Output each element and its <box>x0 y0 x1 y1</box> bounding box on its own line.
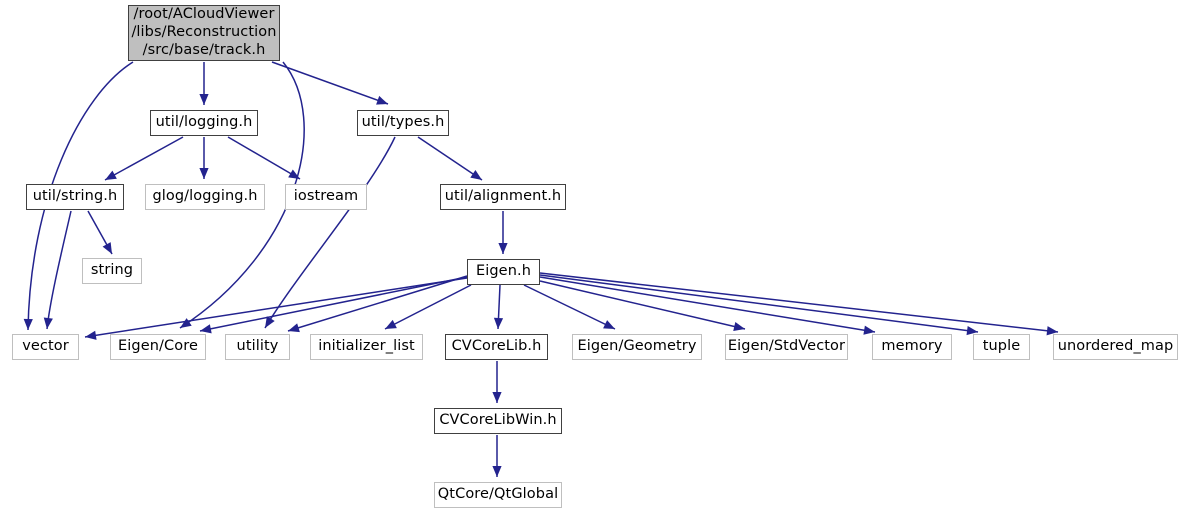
graph-node-memory[interactable]: memory <box>872 334 952 360</box>
graph-edge-arrowhead <box>498 243 508 254</box>
graph-edge <box>539 274 979 333</box>
graph-edge-arrowhead <box>199 94 209 105</box>
graph-node-unordered[interactable]: unordered_map <box>1053 334 1178 360</box>
graph-edge-arrowhead <box>376 95 388 105</box>
graph-node-alignment[interactable]: util/alignment.h <box>440 184 566 210</box>
graph-edge-arrowhead <box>200 324 212 334</box>
graph-node-iostream[interactable]: iostream <box>285 184 367 210</box>
graph-node-utility[interactable]: utility <box>225 334 290 360</box>
graph-node-logging[interactable]: util/logging.h <box>150 110 258 136</box>
graph-edge-arrowhead <box>23 318 33 330</box>
graph-edge <box>417 136 483 181</box>
graph-edge <box>539 272 1059 333</box>
graph-edge-arrowhead <box>1046 326 1058 336</box>
graph-edge <box>384 284 472 330</box>
graph-edge <box>199 276 468 332</box>
graph-edge <box>523 284 616 330</box>
graph-node-types[interactable]: util/types.h <box>357 110 449 136</box>
graph-edge <box>46 210 72 330</box>
graph-edge-arrowhead <box>966 326 978 336</box>
graph-edge-arrowhead <box>733 322 745 331</box>
graph-edge-arrowhead <box>105 170 117 180</box>
graph-edge-arrowhead <box>385 319 397 329</box>
graph-node-string_std[interactable]: string <box>82 258 142 284</box>
graph-edge-arrowhead <box>180 318 192 328</box>
graph-edge <box>287 275 468 332</box>
graph-node-vector[interactable]: vector <box>12 334 79 360</box>
graph-edge-arrowhead <box>288 323 300 333</box>
graph-node-qtglobal[interactable]: QtCore/QtGlobal <box>434 482 562 508</box>
graph-edge <box>539 276 876 333</box>
graph-node-tuple[interactable]: tuple <box>973 334 1030 360</box>
graph-node-string_h[interactable]: util/string.h <box>26 184 124 210</box>
graph-node-cvcorelibwin[interactable]: CVCoreLibWin.h <box>434 408 562 434</box>
graph-node-cvcorelib[interactable]: CVCoreLib.h <box>445 334 548 360</box>
graph-edge <box>271 61 389 105</box>
graph-edge-arrowhead <box>470 170 482 180</box>
graph-node-glog[interactable]: glog/logging.h <box>145 184 265 210</box>
graph-node-eigen_core[interactable]: Eigen/Core <box>110 334 206 360</box>
graph-node-track[interactable]: /root/ACloudViewer /libs/Reconstruction … <box>128 5 280 61</box>
graph-edge <box>104 136 184 181</box>
graph-edge-arrowhead <box>493 317 504 329</box>
graph-edge-arrowhead <box>288 169 300 179</box>
graph-edge-arrowhead <box>492 392 502 403</box>
graph-edge-arrowhead <box>102 242 112 254</box>
graph-edge <box>84 277 468 338</box>
graph-edge-arrowhead <box>265 316 275 328</box>
graph-node-eigen_stdvec[interactable]: Eigen/StdVector <box>725 334 848 360</box>
graph-edge-arrowhead <box>863 325 875 335</box>
graph-node-init_list[interactable]: initializer_list <box>310 334 423 360</box>
graph-node-eigen_h[interactable]: Eigen.h <box>467 259 540 285</box>
graph-edge-arrowhead <box>492 466 502 477</box>
graph-edge-arrowhead <box>603 320 615 329</box>
graph-node-eigen_geom[interactable]: Eigen/Geometry <box>572 334 702 360</box>
graph-edge-arrowhead <box>85 330 97 340</box>
graph-edge-arrowhead <box>199 168 209 179</box>
graph-edge-arrowhead <box>43 317 53 329</box>
graph-edge <box>227 136 301 180</box>
graph-edge <box>264 136 396 329</box>
graph-edge <box>27 61 134 331</box>
graph-edge <box>539 280 746 330</box>
